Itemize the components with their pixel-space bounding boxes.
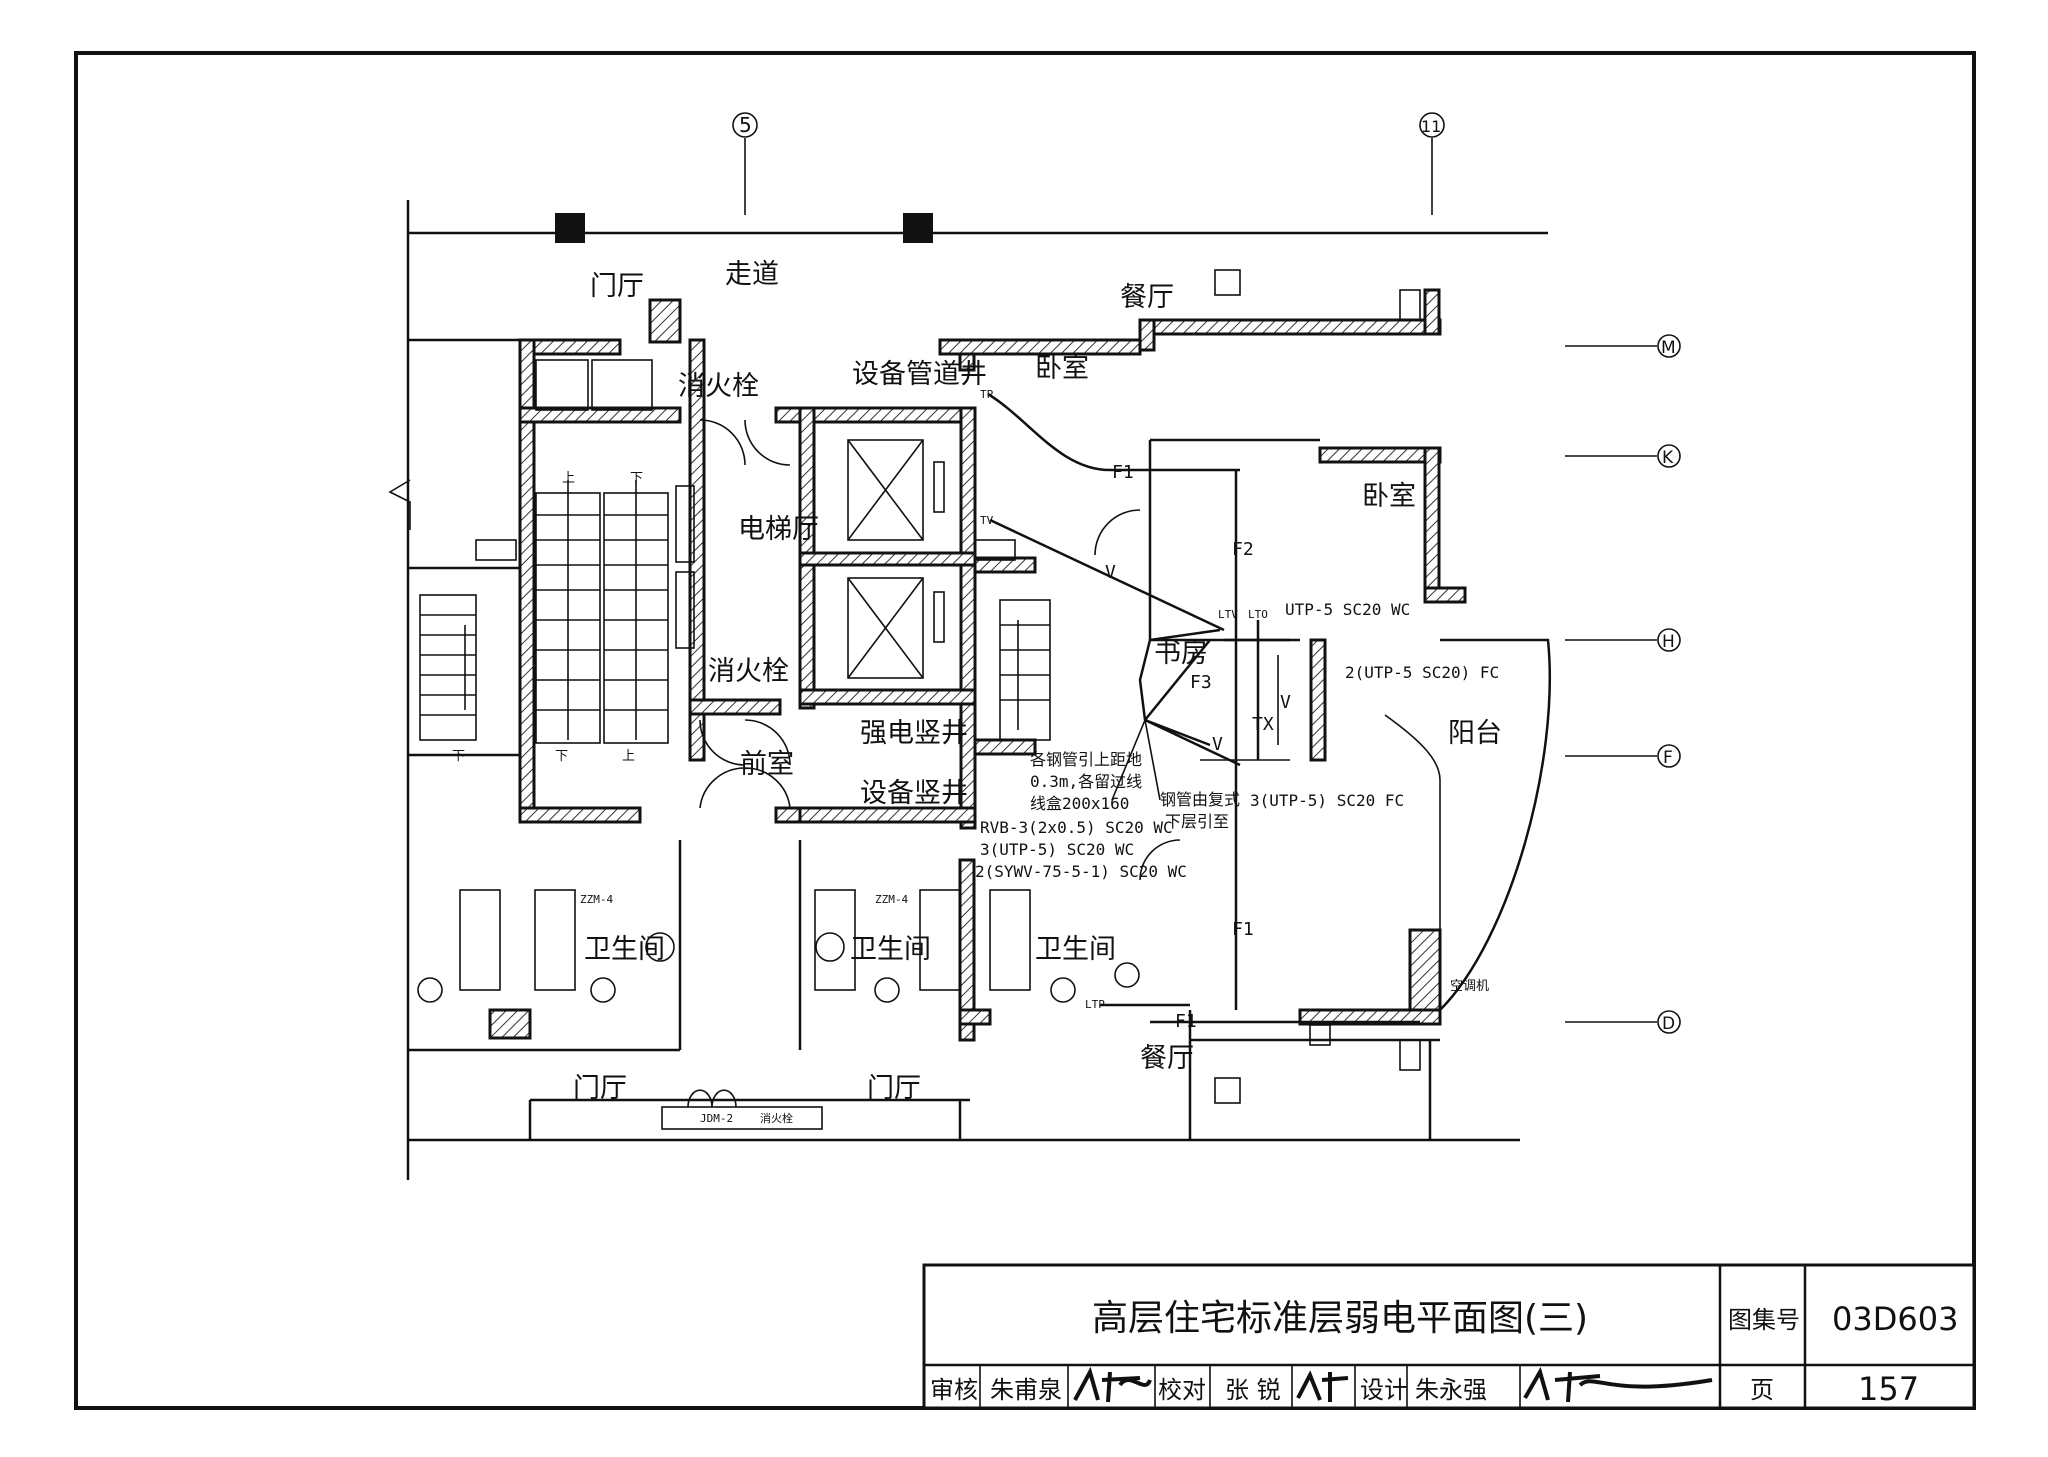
room-labels: 门厅 走道 餐厅 消火栓 设备管道井 卧室 卧室 电梯厅 消火栓 书房 阳台 强… (573, 259, 1502, 1104)
room-corridor: 走道 (725, 259, 779, 290)
design-label: 设计 (1360, 1376, 1408, 1404)
label-v-a: V (1105, 562, 1116, 583)
axis-label-H: H (1662, 632, 1675, 652)
label-utp-top: UTP-5 SC20 WC (1285, 600, 1410, 619)
room-balcony: 阳台 (1448, 718, 1502, 749)
label-outlet-ltv: LTV (1218, 608, 1238, 621)
page-label: 页 (1750, 1376, 1774, 1404)
room-elevator-hall: 电梯厅 (738, 514, 819, 545)
designer-name: 朱永强 (1415, 1376, 1487, 1404)
label-zzm-left: ZZM-4 (580, 893, 613, 906)
wiring-annotations: F1 F2 F3 F1 F1 V V V TX UTP-5 SC20 WC 2(… (452, 388, 1499, 1125)
label-cable-sywv: 2(SYWV-75-5-1) SC20 WC (975, 862, 1187, 881)
label-ac-unit: 空调机 (1450, 979, 1489, 994)
axis-label-F: F (1663, 748, 1673, 768)
label-note-3: 线盒200x160 (1030, 794, 1129, 813)
room-hall-bottom-left: 门厅 (573, 1073, 627, 1104)
label-tx: TX (1252, 714, 1274, 735)
label-cable-utp: 3(UTP-5) SC20 WC (980, 840, 1134, 859)
label-utp-fc: 3(UTP-5) SC20 FC (1250, 791, 1404, 810)
label-note-2: 0.3m,各留过线 (1030, 772, 1142, 791)
title-block: 高层住宅标准层弱电平面图(三) 图集号 03D603 审核 朱甫泉 校对 张 锐… (922, 1263, 1976, 1410)
room-study: 书房 (1154, 638, 1208, 669)
room-bedroom-top: 卧室 (1035, 353, 1089, 384)
room-power-shaft: 强电竖井 (860, 718, 968, 749)
room-bath-left: 卫生间 (584, 934, 665, 965)
room-pipe-shaft: 设备管道井 (852, 359, 987, 390)
label-outlet-tp: TP (980, 388, 994, 401)
room-dining-bottom: 餐厅 (1140, 1043, 1194, 1074)
top-corridor (388, 200, 1548, 1180)
label-stair-up-1: 上 (562, 471, 575, 486)
label-down-2: 下层引至 (1165, 812, 1229, 831)
label-stair-down-3: 下 (452, 749, 465, 764)
reviewer-name: 朱甫泉 (990, 1376, 1062, 1404)
sheet-border (74, 51, 1976, 1410)
label-zzm-mid: ZZM-4 (875, 893, 908, 906)
room-hydrant-mid: 消火栓 (708, 656, 789, 687)
axis-label-11: 11 (1421, 117, 1441, 136)
label-v-b: V (1280, 692, 1291, 713)
room-anteroom: 前室 (740, 749, 794, 780)
axis-label-D: D (1662, 1014, 1675, 1034)
room-equip-shaft: 设备竖井 (860, 778, 968, 809)
review-label: 审核 (930, 1376, 978, 1404)
label-f1-vertical: F1 (1232, 919, 1254, 940)
axis-label-M: M (1661, 338, 1676, 358)
axis-label-5: 5 (739, 113, 752, 137)
label-cable-rvb: RVB-3(2x0.5) SC20 WC (980, 818, 1173, 837)
label-f1-top: F1 (1112, 462, 1134, 483)
wiring-runs (987, 392, 1420, 1024)
atlas-no: 03D603 (1832, 1300, 1958, 1338)
label-outlet-tv: TV (980, 514, 994, 527)
label-hydrant-box: 消火栓 (760, 1111, 793, 1125)
room-dining-top: 餐厅 (1120, 282, 1174, 313)
room-bedroom-right: 卧室 (1362, 481, 1416, 512)
label-stair-down-2: 下 (555, 749, 568, 764)
label-note-1: 各钢管引上距地 (1030, 750, 1142, 769)
room-hall-top: 门厅 (590, 271, 644, 302)
label-f1-bottom: F1 (1175, 1011, 1197, 1032)
label-v-c: V (1212, 734, 1223, 755)
check-label: 校对 (1158, 1376, 1206, 1404)
room-bath-mid: 卫生间 (850, 934, 931, 965)
building-walls (488, 288, 1467, 1042)
reviewer-signature (1073, 1366, 1152, 1403)
room-hall-bottom-right: 门厅 (867, 1073, 921, 1104)
page-no: 157 (1858, 1370, 1919, 1408)
checker-signature (1296, 1370, 1349, 1402)
label-stair-down-1: 下 (630, 471, 643, 486)
label-utp-right: 2(UTP-5 SC20) FC (1345, 663, 1499, 682)
label-f2: F2 (1232, 539, 1254, 560)
atlas-label: 图集号 (1728, 1306, 1800, 1334)
axis-label-K: K (1662, 448, 1674, 468)
checker-name: 张 锐 (1225, 1376, 1281, 1404)
label-outlet-ltp: LTP (1085, 998, 1105, 1011)
label-stair-up-2: 上 (622, 749, 635, 764)
axis-markers: 5 11 M K H F D (732, 112, 1681, 1034)
label-jdm: JDM-2 (700, 1112, 733, 1125)
drawing-title: 高层住宅标准层弱电平面图(三) (1092, 1298, 1588, 1339)
designer-signature (1523, 1366, 1713, 1403)
room-hydrant-top: 消火栓 (678, 371, 759, 402)
label-down-1: 钢管由复式 (1160, 790, 1240, 809)
room-bath-right: 卫生间 (1035, 934, 1116, 965)
label-f3: F3 (1190, 672, 1212, 693)
label-outlet-lto: LTO (1248, 608, 1268, 621)
interior-lines (408, 269, 1552, 1142)
